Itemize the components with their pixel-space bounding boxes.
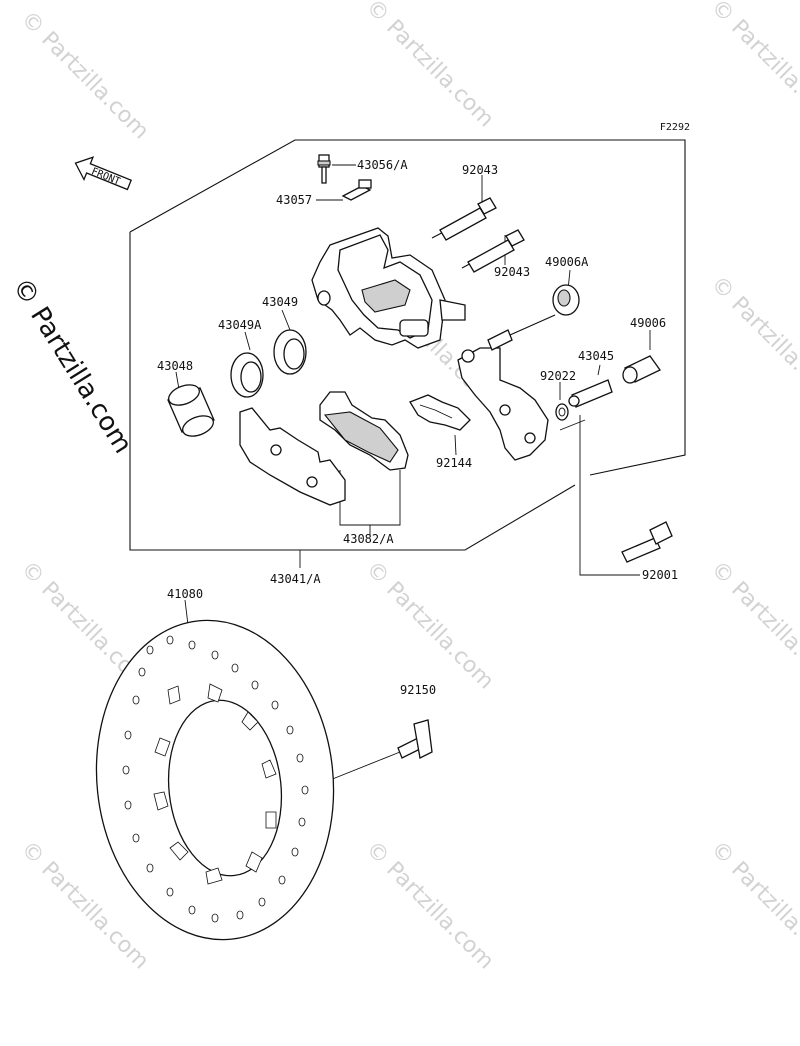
boot-49006A <box>552 284 580 316</box>
watermark: © Partzilla.com <box>706 0 800 132</box>
label-43049: 43049 <box>262 295 298 309</box>
label-49006A: 49006A <box>545 255 589 269</box>
label-92144: 92144 <box>436 456 472 470</box>
label-43045: 43045 <box>578 349 614 363</box>
boot-49006 <box>622 355 661 384</box>
bolt-92001 <box>621 521 673 563</box>
label-92022: 92022 <box>540 369 576 383</box>
side-watermark: © Partzilla.com <box>6 273 138 459</box>
cap-43057 <box>341 179 372 201</box>
spring-92144 <box>409 394 471 431</box>
washer-92022 <box>555 403 569 421</box>
label-43049A: 43049A <box>218 318 262 332</box>
slide-pin-92043-lower <box>461 229 525 273</box>
bleed-screw-43056A <box>317 154 331 184</box>
watermark: © Partzilla.com <box>706 557 800 695</box>
label-49006: 49006 <box>630 316 666 330</box>
watermark: © Partzilla.com <box>16 7 154 145</box>
brake-pad-inner <box>319 391 409 471</box>
label-92043-lower: 92043 <box>494 265 530 279</box>
brake-pad-outer <box>239 407 346 506</box>
slide-pin-92043-upper <box>431 197 497 241</box>
disc-holes <box>122 635 309 923</box>
front-arrow-icon: FRONT <box>74 156 133 191</box>
label-92150: 92150 <box>400 683 436 697</box>
label-43082A: 43082/A <box>343 532 394 546</box>
label-43048: 43048 <box>157 359 193 373</box>
assembly-outline <box>129 139 686 551</box>
part-labels: 43056/A 43057 92043 92043 49006A 49006 4… <box>157 158 678 697</box>
label-92001: 92001 <box>642 568 678 582</box>
label-41080: 41080 <box>167 587 203 601</box>
watermark: © Partzilla.com <box>706 272 800 410</box>
caliper-bracket <box>457 314 556 461</box>
bolt-92150 <box>397 719 433 759</box>
seal-43049A <box>230 352 264 398</box>
watermark: © Partzilla.com <box>361 0 499 132</box>
watermark: © Partzilla.com <box>361 557 499 695</box>
watermark: © Partzilla.com <box>361 837 499 975</box>
label-92043-upper: 92043 <box>462 163 498 177</box>
label-43057: 43057 <box>276 193 312 207</box>
pin-43045 <box>568 379 613 408</box>
diagram-code: F2292 <box>660 122 690 133</box>
watermark: © Partzilla.com <box>706 837 800 975</box>
label-43041A: 43041/A <box>270 572 321 586</box>
brake-disc-41080 <box>95 619 335 941</box>
seal-43049 <box>273 329 307 375</box>
caliper-body <box>311 227 466 349</box>
label-43056A: 43056/A <box>357 158 408 172</box>
piston-43048 <box>167 384 215 437</box>
